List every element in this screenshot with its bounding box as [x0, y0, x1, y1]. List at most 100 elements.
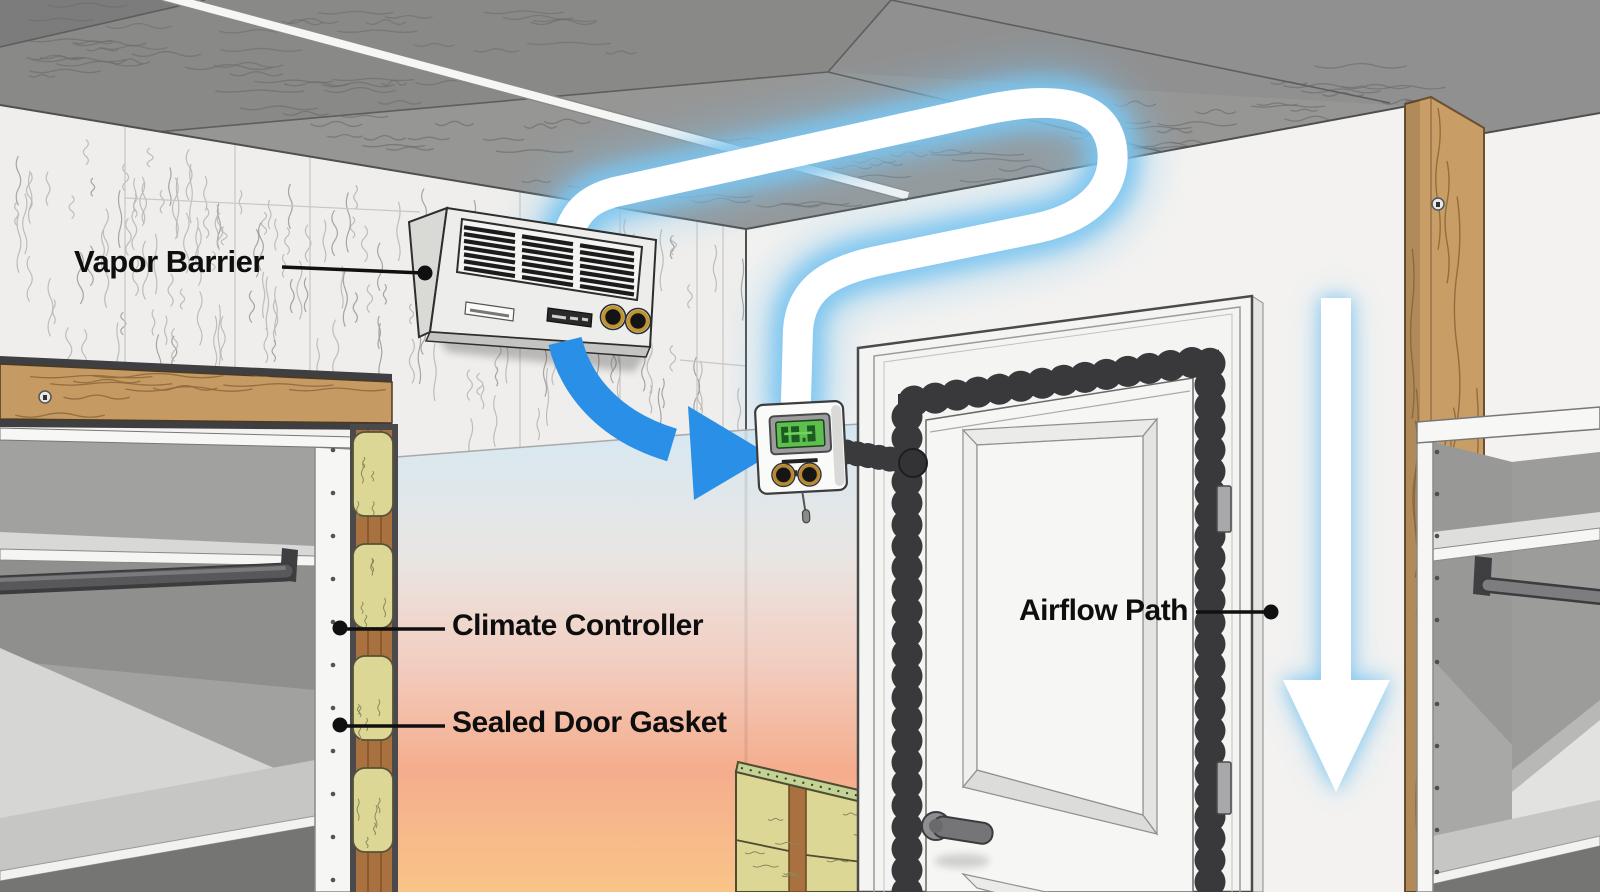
- wall-crinkle-stroke: [104, 257, 110, 308]
- wall-crinkle-stroke: [208, 250, 216, 271]
- insulation-batt: [352, 767, 394, 853]
- wall-crinkle-stroke: [220, 226, 228, 246]
- grille-slat: [579, 263, 635, 277]
- wall-crinkle-stroke: [480, 384, 485, 410]
- batt-texture-stroke: [826, 859, 850, 863]
- grille-slat: [579, 256, 635, 270]
- leader-lines: [281, 265, 1279, 733]
- wall-crinkle-stroke: [296, 260, 303, 320]
- wall-crinkle-stroke: [476, 372, 484, 396]
- wall-crinkle-stroke: [26, 255, 33, 302]
- ceiling-texture-stroke: [324, 87, 397, 94]
- peg-hole: [330, 490, 336, 496]
- peg-hole: [330, 791, 336, 797]
- wall-crinkle-stroke: [377, 315, 382, 350]
- peg-hole: [330, 877, 336, 883]
- ceiling-texture-stroke: [29, 68, 101, 74]
- ceiling-texture-stroke: [756, 202, 821, 208]
- grain-stroke: [91, 372, 224, 379]
- peg-hole: [1434, 701, 1440, 707]
- wall-crinkle-stroke: [82, 138, 89, 166]
- right-shelf-stile: [1416, 441, 1434, 892]
- ceiling-texture-stroke: [1195, 108, 1237, 115]
- ceiling-texture-stroke: [1362, 84, 1446, 90]
- wall-crinkle-stroke: [332, 319, 340, 377]
- wall-crinkle-stroke: [352, 292, 358, 324]
- grain-stroke: [125, 386, 253, 392]
- grain-stroke: [30, 374, 153, 379]
- door-hinge-lower: [1216, 761, 1232, 815]
- wall-crinkle-stroke: [265, 276, 270, 330]
- ceiling-texture-stroke: [1156, 128, 1193, 134]
- wall-crinkle-stroke: [322, 219, 327, 263]
- grille-slat: [463, 266, 516, 279]
- peg-hole: [1434, 617, 1440, 623]
- ceiling-texture-stroke: [362, 143, 426, 148]
- wall-crinkle-stroke: [284, 227, 290, 255]
- wall-crinkle-stroke: [670, 234, 677, 256]
- peg-hole: [1434, 575, 1440, 581]
- peg-hole: [330, 705, 336, 711]
- wall-crinkle-stroke: [125, 217, 132, 256]
- wall-crinkle-stroke: [433, 343, 437, 402]
- grille-slat: [521, 261, 574, 274]
- wall-crinkle-stroke: [396, 201, 401, 262]
- grille-slat: [463, 252, 516, 265]
- grille-slat: [579, 250, 635, 263]
- wall-crinkle-stroke: [353, 184, 358, 210]
- left-hanging-rod: [0, 548, 298, 595]
- climate-controller-device: [754, 400, 928, 524]
- wall-crinkle-stroke: [316, 338, 320, 374]
- wall-crinkle-stroke: [179, 288, 186, 310]
- wall-crinkle-stroke: [214, 204, 220, 243]
- wall-crinkle-stroke: [102, 208, 109, 257]
- wall-crinkle-stroke: [52, 299, 56, 325]
- wall-crinkle-stroke: [272, 298, 279, 342]
- wall-crinkle-stroke: [139, 176, 146, 227]
- right-shelf-unit: [1416, 406, 1600, 892]
- wall-crinkle-stroke: [360, 225, 369, 263]
- peg-hole: [1434, 449, 1440, 455]
- right-peg-holes: [1434, 449, 1440, 875]
- batt-texture-stroke: [781, 874, 800, 878]
- wall-crinkle-stroke: [289, 278, 295, 314]
- down-arrow-shaft: [1321, 298, 1351, 688]
- ceiling-texture-stroke: [1290, 108, 1318, 112]
- ceiling-texture-stroke: [310, 120, 363, 128]
- grille-slat: [521, 254, 574, 267]
- peg-hole: [330, 619, 336, 625]
- ceiling-texture-stroke: [28, 73, 56, 78]
- ceiling-texture-stroke: [1314, 62, 1408, 69]
- wall-crinkle-stroke: [171, 327, 179, 362]
- wall-crinkle-stroke: [220, 315, 226, 361]
- wall-crinkle-stroke: [408, 303, 415, 325]
- grille-slat: [579, 243, 635, 256]
- grille-slat: [463, 238, 516, 251]
- wall-crinkle-stroke: [189, 163, 193, 224]
- wall-crinkle-stroke: [175, 177, 180, 238]
- right-hanging-rod: [1473, 556, 1600, 605]
- wall-crinkle-stroke: [142, 240, 149, 300]
- insulation-batt: [352, 543, 394, 629]
- wall-crinkle-stroke: [22, 193, 28, 255]
- grille-slat: [463, 225, 516, 238]
- wall-crinkle-stroke: [213, 315, 218, 367]
- wall-crinkle-stroke: [45, 171, 51, 206]
- batt-texture-stroke: [752, 864, 779, 868]
- wall-crinkle-stroke: [366, 284, 374, 314]
- label-airflow-path: Airflow Path: [1019, 594, 1189, 627]
- down-airflow-arrow: [1283, 298, 1390, 792]
- ceiling-texture-stroke: [363, 135, 407, 141]
- peg-hole: [1434, 533, 1440, 539]
- ceiling-texture-stroke: [523, 123, 558, 129]
- peg-hole: [330, 447, 336, 453]
- ceiling-texture-stroke: [282, 110, 330, 116]
- wall-crinkle-stroke: [133, 177, 137, 212]
- wall-crinkle-stroke: [183, 212, 190, 274]
- wall-crinkle-stroke: [100, 230, 105, 271]
- wall-crinkle-stroke: [253, 228, 260, 278]
- wall-crinkle-stroke: [493, 395, 498, 447]
- peg-hole: [330, 576, 336, 582]
- grille-slat: [521, 275, 574, 288]
